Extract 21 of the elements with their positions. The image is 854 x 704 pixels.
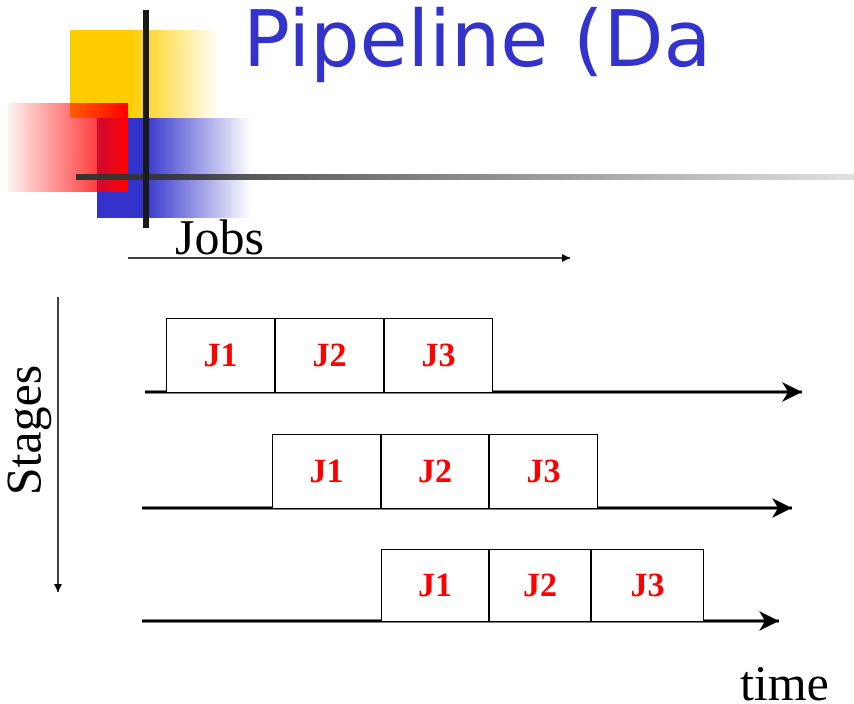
- job-box: [272, 434, 381, 509]
- job-label: J1: [204, 336, 238, 374]
- job-box: [381, 434, 489, 509]
- slide-title: Pipeline (Da: [243, 0, 712, 82]
- job-label: J3: [526, 452, 560, 490]
- job-box: [591, 549, 704, 622]
- job-box: [489, 434, 598, 509]
- job-label: J1: [418, 566, 452, 604]
- job-box: [381, 549, 489, 622]
- job-box: [489, 549, 591, 622]
- job-label: J2: [312, 336, 346, 374]
- job-box: [384, 318, 493, 393]
- axis-label: time: [740, 658, 829, 704]
- job-box: [275, 318, 384, 393]
- job-label: J1: [310, 452, 344, 490]
- job-label: J2: [418, 452, 452, 490]
- job-box: [166, 318, 275, 393]
- job-label: J3: [422, 336, 456, 374]
- job-label: J2: [523, 566, 557, 604]
- axis-label: Jobs: [175, 212, 264, 262]
- job-label: J3: [630, 566, 664, 604]
